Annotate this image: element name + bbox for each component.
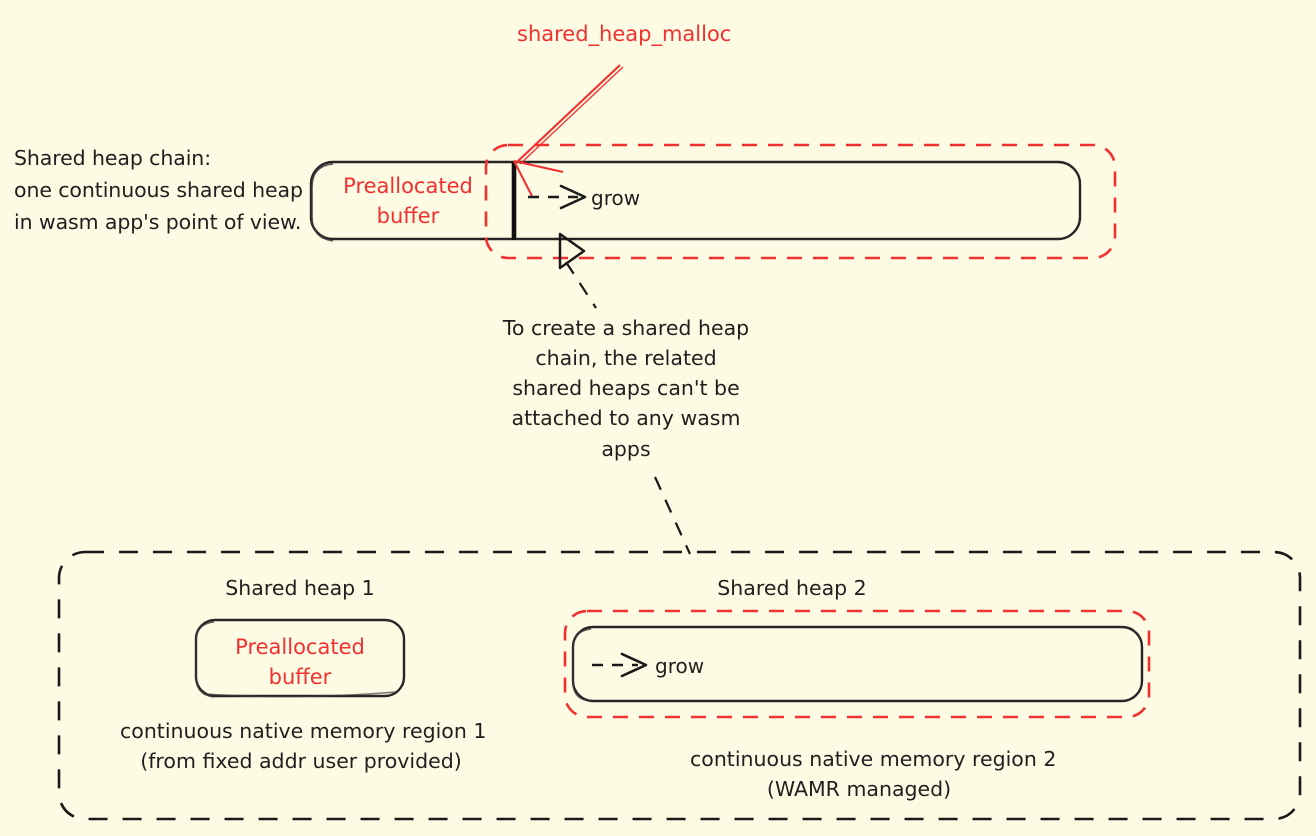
shared-heap-1-title: Shared heap 1 <box>225 576 375 600</box>
top-shared-heap-2-dashed-boundary <box>484 143 1117 260</box>
native-memory-region-2-caption: continuous native memory region 2 (WAMR … <box>690 747 1057 802</box>
native-memory-region-1-caption: continuous native memory region 1 (from … <box>120 719 487 774</box>
middle-note-arrowhead <box>558 232 586 270</box>
bottom-grow-arrow-icon <box>592 652 648 678</box>
bottom-preallocated-buffer-label: Preallocated buffer <box>235 635 365 689</box>
top-preallocated-buffer-label: Preallocated buffer <box>343 174 473 228</box>
shared-heap-malloc-label: shared_heap_malloc <box>517 22 732 46</box>
shared-heap-2-group <box>563 609 1151 719</box>
shared-heap-chain-note: To create a shared heap chain, the relat… <box>502 316 750 461</box>
shared-heap-chain-caption: Shared heap chain: one continuous shared… <box>14 146 303 234</box>
top-heap-bar-left-cap-sketch <box>311 163 334 242</box>
middle-note-leader-down <box>653 476 692 555</box>
top-grow-label: grow <box>591 186 641 210</box>
shared-heap-2-title: Shared heap 2 <box>717 576 867 600</box>
bottom-grow-label: grow <box>655 654 705 678</box>
middle-note-leader <box>558 232 597 309</box>
top-grow-arrow-icon <box>528 184 587 210</box>
shared-heap-2-dashed-boundary <box>563 609 1151 719</box>
shared-heap-malloc-arrow <box>513 64 624 197</box>
